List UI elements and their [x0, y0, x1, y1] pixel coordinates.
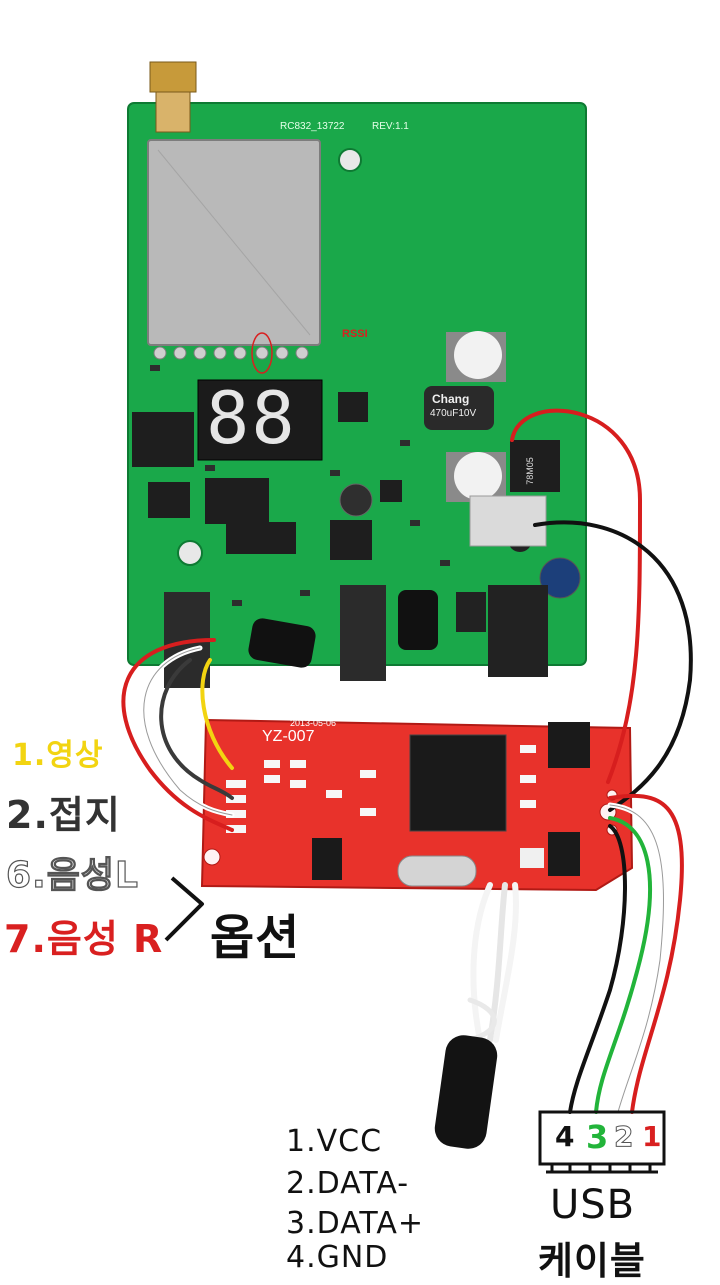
rssi-label: RSSI — [342, 328, 368, 340]
capture-date-label: 2013-05-06 — [290, 718, 337, 728]
board-revision-label: REV:1.1 — [372, 121, 409, 132]
board-model-label: RC832_13722 — [280, 121, 345, 132]
note-video: 1.영상 — [12, 738, 104, 773]
seven-segment-display: 88 — [206, 376, 297, 460]
pinout-data-plus: 3.DATA+ — [286, 1206, 425, 1241]
usb-pin-3: 3 — [586, 1118, 610, 1156]
option-brace — [164, 876, 204, 942]
wires — [121, 408, 693, 1115]
note-audio-left: 6.음성L — [5, 854, 139, 896]
usb-pin-1: 1 — [642, 1120, 663, 1153]
pinout-data-minus: 2.DATA- — [286, 1166, 410, 1201]
usb-cable-caption: 케이블 — [538, 1239, 646, 1283]
usb-pin-2: 2 — [613, 1120, 635, 1154]
capture-model-label: YZ-007 — [262, 728, 315, 745]
regulator-label: 78M05 — [524, 457, 535, 485]
ferrite-bead — [434, 1035, 498, 1149]
usb-caption: USB — [550, 1182, 636, 1228]
note-option: 옵션 — [210, 910, 301, 966]
capacitor-value: 470uF10V — [430, 408, 477, 419]
note-ground: 2.접지 — [6, 793, 121, 837]
usb-connector-drawing — [538, 1110, 666, 1174]
pinout-gnd: 4.GND — [286, 1240, 389, 1275]
capture-pcb — [200, 718, 634, 892]
capacitor-brand: Chang — [432, 392, 470, 406]
usb-pin-4: 4 — [555, 1120, 576, 1153]
receiver-pcb — [127, 61, 587, 688]
pinout-vcc: 1.VCC — [286, 1124, 383, 1159]
note-audio-right: 7.음성 R — [4, 917, 164, 961]
